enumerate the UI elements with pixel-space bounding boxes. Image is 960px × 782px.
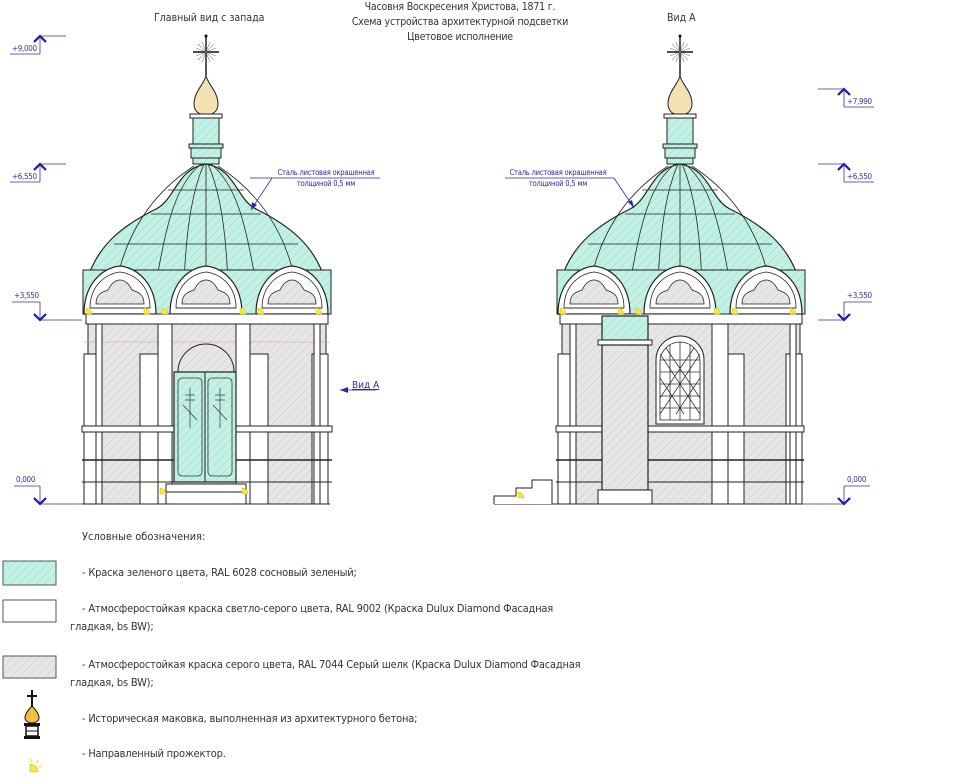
white-swatch [2,599,57,623]
left-elevation [10,33,380,506]
left-view-title: Главный вид с запада [154,12,265,24]
entrance-door [173,371,237,483]
level-label: +6,550 [847,172,872,181]
drawing-title: Часовня Воскресения Христова, 1871 г. Сх… [300,0,620,45]
level-label: +6,550 [12,172,37,181]
lattice-window [655,335,705,425]
level-label: 0,000 [847,475,867,484]
level-label: +3,550 [847,291,872,300]
material-note-left: Сталь листовая окрашенная толщиной 0,5 м… [277,168,375,188]
legend-item-spotlight: - Направленный прожектор. [82,747,226,760]
level-marks-right [800,87,874,506]
legend-item-cupola: - Историческая маковка, выполненная из а… [82,712,418,725]
spotlight-icon [29,758,43,773]
level-label: 0,000 [16,475,36,484]
title-line-2: Схема устройства архитектурной подсветки [351,16,569,28]
title-line-3: Цветовое исполнение [407,31,513,43]
grey-hatch-swatch [2,655,57,679]
cupola-icon [188,75,224,165]
cross-icon [192,33,220,77]
level-label: +7,990 [847,97,872,106]
view-a-marker: Вид А [352,380,380,391]
title-line-1: Часовня Воскресения Христова, 1871 г. [364,1,556,13]
legend-item-grey: - Атмосферостойкая краска серого цвета, … [70,658,581,689]
right-view-title: Вид А [667,12,696,24]
right-elevation [493,33,874,506]
legend-item-light-grey: - Атмосферостойкая краска светло-серого … [70,602,553,633]
dome-cupola-icon [24,690,40,739]
legend-heading: Условные обозначения: [82,530,206,543]
material-note-right: Сталь листовая окрашенная толщиной 0,5 м… [509,168,607,188]
legend-swatches [2,560,57,773]
level-label: +9,000 [12,44,37,53]
level-label: +3,550 [14,291,39,300]
level-marks-left [10,34,82,506]
green-hatch-swatch [2,560,57,586]
legend-item-green: - Краска зеленого цвета, RAL 6028 соснов… [82,566,357,579]
